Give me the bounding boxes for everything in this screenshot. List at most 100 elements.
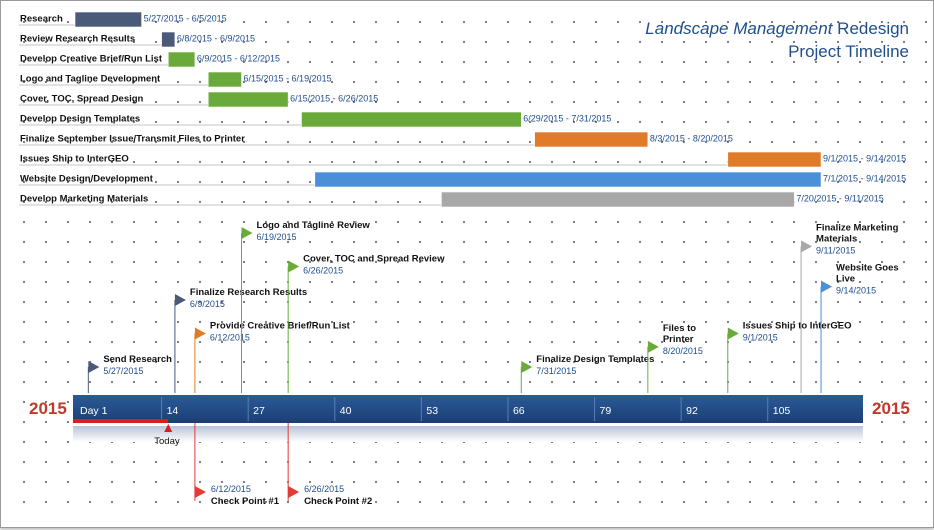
axis-tick-label: 27 xyxy=(253,405,265,417)
checkpoint-date: 6/12/2015 xyxy=(211,484,251,494)
milestone-name: Issues Ship to InterGEO xyxy=(743,321,852,332)
task-row: Develop Design Templates 6/29/2015 - 7/31… xyxy=(19,111,611,128)
milestone-flag xyxy=(727,327,739,340)
chart-subtitle: Project Timeline xyxy=(788,42,909,61)
task-row: Finalize September Issue/Transmit Files … xyxy=(19,131,733,148)
task-row: Logo and Tagline Development 6/15/2015 - … xyxy=(19,71,332,88)
axis-tick-label: 66 xyxy=(513,405,525,417)
task-label: Develop Marketing Materials xyxy=(20,194,148,205)
task-bar xyxy=(314,171,822,188)
milestone-name: Logo and Tagline Review xyxy=(257,220,371,231)
year-left: 2015 xyxy=(29,399,67,418)
checkpoint-flag xyxy=(194,486,206,498)
dot-grid xyxy=(9,9,929,521)
milestone-date: 9/1/2015 xyxy=(743,333,778,343)
milestone-name: Provide Creative Brief/Run List xyxy=(210,321,351,332)
axis-tick-label: 92 xyxy=(686,405,698,417)
milestone-name: Send Research xyxy=(103,354,172,365)
task-label: Review Research Results xyxy=(20,34,135,45)
milestone-date: 7/31/2015 xyxy=(536,366,576,376)
task-label: Develop Design Templates xyxy=(20,114,140,125)
task-dates: 6/8/2015 - 6/9/2015 xyxy=(177,34,255,44)
task-bar xyxy=(167,51,196,68)
axis-tick-label: Day 1 xyxy=(80,405,108,417)
checkpoint-flag xyxy=(288,486,300,498)
task-row: Research 5/27/2015 - 6/5/2015 xyxy=(19,11,227,28)
checkpoint-name: Check Point #1 xyxy=(211,496,280,507)
task-dates: 5/27/2015 - 6/5/2015 xyxy=(144,14,227,24)
task-label: Website Design/Development xyxy=(20,174,154,185)
task-row: Review Research Results 6/8/2015 - 6/9/20… xyxy=(19,31,255,48)
milestone-name: Website Goes xyxy=(836,263,899,274)
task-dates: 8/3/2015 - 8/20/2015 xyxy=(650,134,733,144)
milestone-flag xyxy=(88,361,100,373)
milestone-date: 6/26/2015 xyxy=(303,266,343,276)
chart-title-group: Landscape Management Redesign Project Ti… xyxy=(645,19,909,61)
task-row: Develop Creative Brief/Run List 6/9/2015 … xyxy=(19,51,280,68)
task-label: Research xyxy=(20,14,63,25)
milestone-date: 6/12/2015 xyxy=(210,333,250,343)
milestone-flag xyxy=(174,294,186,306)
milestone-flag xyxy=(521,361,533,373)
task-dates: 6/29/2015 - 7/31/2015 xyxy=(523,114,611,124)
task-bar xyxy=(161,31,176,48)
task-dates: 7/20/2015 - 9/11/2015 xyxy=(796,194,883,204)
milestone-flag xyxy=(288,260,300,273)
task-bar xyxy=(534,131,649,148)
task-dates: 7/1/2015 - 9/14/2015 xyxy=(823,174,906,184)
milestone-date: 9/11/2015 xyxy=(816,245,855,255)
milestone-name: Materials xyxy=(816,233,857,244)
task-bar xyxy=(207,91,289,108)
task-label: Finalize September Issue/Transmit Files … xyxy=(20,134,245,145)
task-bar xyxy=(301,111,522,128)
axis-tick-label: 105 xyxy=(773,405,791,417)
title-italic: Landscape Management xyxy=(645,19,833,38)
task-label: Cover, TOC, Spread Design xyxy=(20,94,144,105)
task-bar xyxy=(727,151,822,168)
task-label: Develop Creative Brief/Run List xyxy=(20,54,163,65)
axis-tick-label: 40 xyxy=(340,405,352,417)
task-bar xyxy=(441,191,795,208)
task-dates: 6/15/2015 - 6/19/2015 xyxy=(244,74,332,84)
today-label: Today xyxy=(154,436,180,447)
milestone-name: Files to xyxy=(663,323,696,334)
milestone-flag xyxy=(821,280,833,293)
milestone-name: Live xyxy=(836,274,855,285)
year-right: 2015 xyxy=(872,399,910,418)
today-progress xyxy=(73,419,169,423)
title-rest: Redesign xyxy=(837,19,909,38)
task-row: Website Design/Development 7/1/2015 - 9/1… xyxy=(19,171,906,188)
chart-title: Landscape Management Redesign xyxy=(645,19,909,38)
axis-tick-label: 79 xyxy=(600,405,612,417)
axis-shadow xyxy=(73,426,863,442)
milestone-flag xyxy=(241,227,253,239)
today-marker xyxy=(164,424,173,432)
milestone-date: 6/19/2015 xyxy=(257,232,297,242)
task-dates: 9/1/2015 - 9/14/2015 xyxy=(823,154,906,164)
checkpoint-date: 6/26/2015 xyxy=(304,484,344,494)
task-dates: 6/9/2015 - 6/12/2015 xyxy=(197,54,280,64)
milestone-flag xyxy=(647,340,659,353)
milestone-name: Finalize Research Results xyxy=(190,287,307,298)
milestone-name: Finalize Design Templates xyxy=(536,354,654,365)
task-label: Logo and Tagline Development xyxy=(20,74,161,85)
task-row: Develop Marketing Materials 7/20/2015 - 9… xyxy=(19,191,884,208)
task-bar xyxy=(207,71,242,88)
axis-tick-label: 53 xyxy=(426,405,438,417)
milestone-flag xyxy=(194,327,206,340)
